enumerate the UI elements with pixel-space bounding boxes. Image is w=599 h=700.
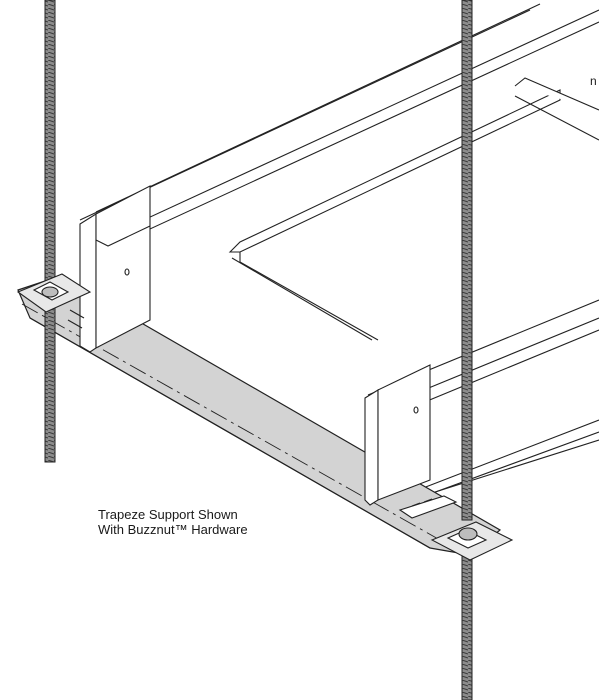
caption-line-2: With Buzznut™ Hardware [98, 522, 248, 537]
left-threaded-rod [44, 0, 56, 463]
tray-rung [228, 77, 599, 341]
right-buzznut-hardware [398, 495, 514, 561]
tray-right-side-rail [364, 364, 431, 506]
diagram-caption: Trapeze Support Shown With Buzznut™ Hard… [98, 507, 248, 537]
edge-text-fragment: n [590, 74, 597, 88]
caption-line-1: Trapeze Support Shown [98, 507, 238, 522]
right-threaded-rod [461, 0, 473, 700]
left-buzznut-hardware [16, 273, 92, 329]
tray-far-side-rail [79, 3, 599, 253]
